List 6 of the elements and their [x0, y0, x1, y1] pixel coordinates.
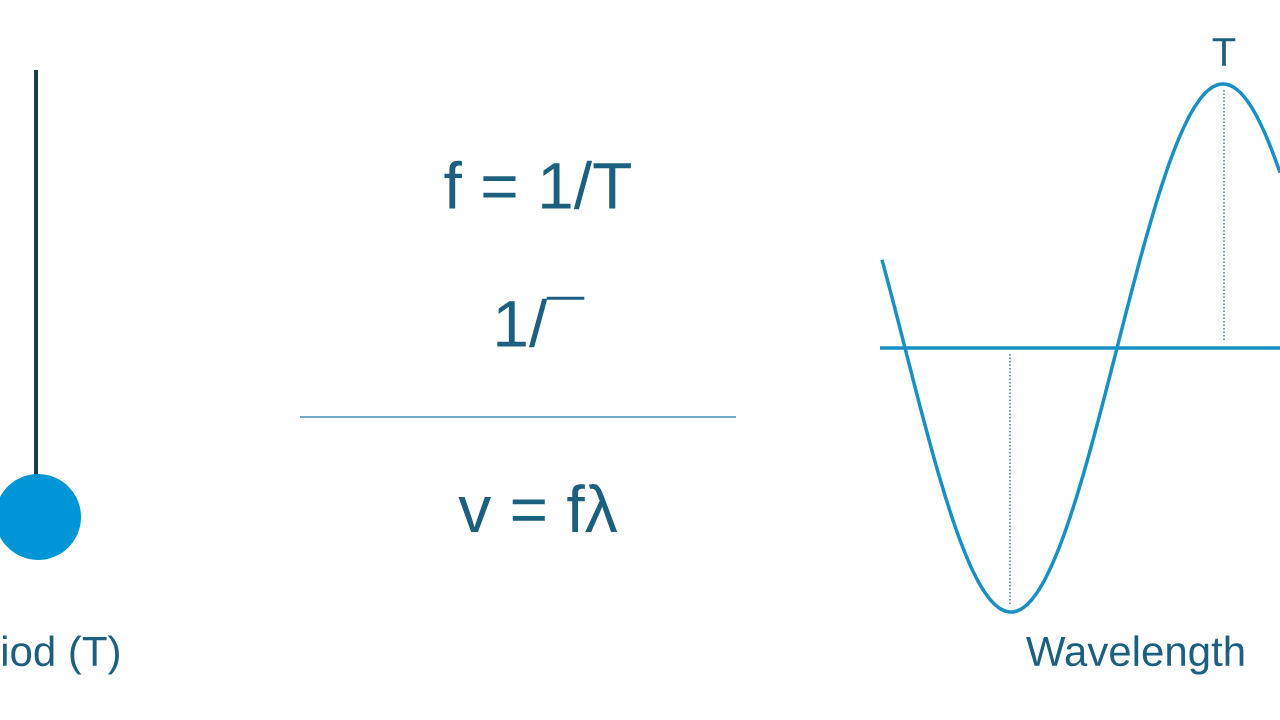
formula: v = fλ	[458, 484, 618, 532]
wavelength-label: Wavelength	[1026, 635, 1244, 675]
formula: 1/¯	[497, 296, 585, 348]
period-label: iod (T)	[3, 635, 119, 675]
peak-label: T	[1212, 38, 1236, 66]
formula: f = 1/T	[444, 160, 631, 210]
